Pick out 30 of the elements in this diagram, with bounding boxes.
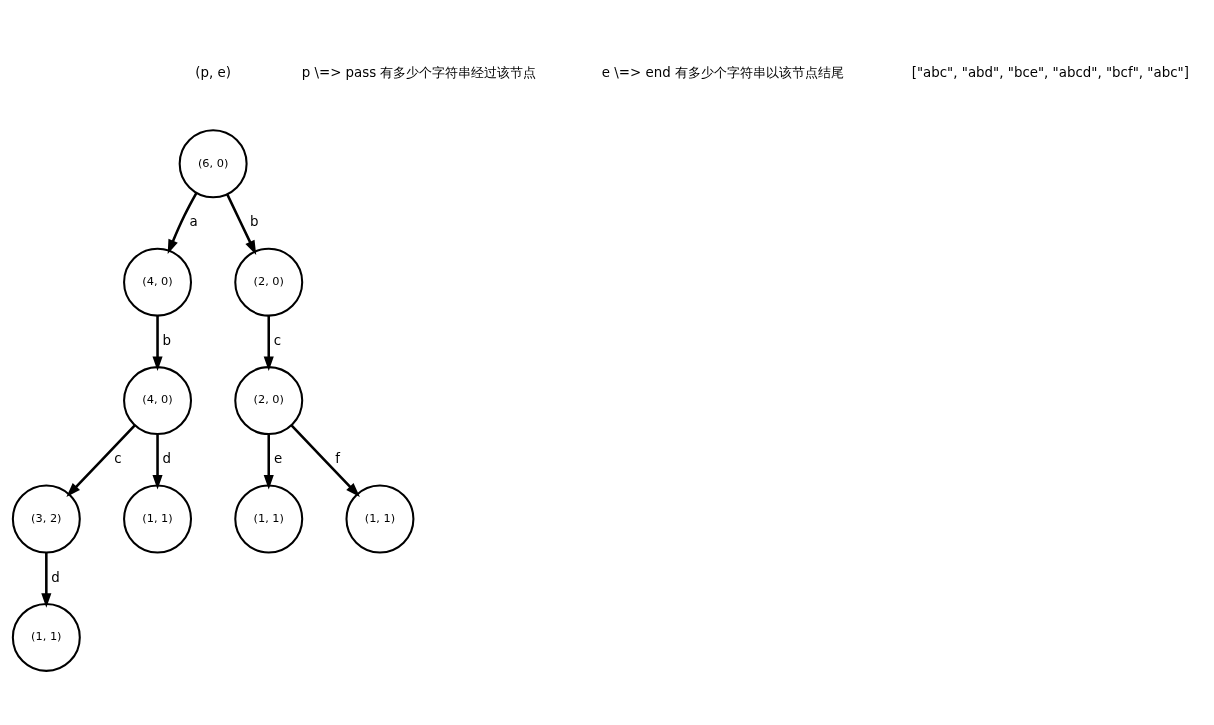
arrow (41, 552, 52, 608)
node-circle: (1, 1) (123, 484, 193, 553)
edge-label: d (162, 450, 172, 466)
edge-label: c (114, 450, 122, 466)
arrow (263, 433, 274, 489)
node-circle: (6, 0) (178, 128, 248, 198)
arrow (167, 191, 198, 254)
label: p \=> pass 有多少个字符串经过该节点 (301, 64, 537, 80)
node-circle: (2, 0) (234, 247, 304, 317)
label: ["abc", "abd", "bce", "abcd", "bcf", "abc"] (911, 64, 1189, 80)
arrow (263, 315, 274, 371)
edge-label: f (335, 450, 341, 466)
edge-label: e (273, 450, 283, 466)
edge-label: d (51, 569, 60, 585)
node-circle: (1, 1) (234, 484, 304, 553)
edge-label: b (162, 332, 172, 348)
label: (p, e) (195, 64, 231, 80)
edge-label: a (189, 213, 198, 229)
arrow (152, 433, 163, 489)
arrow (66, 424, 136, 497)
node-circle: (4, 0) (123, 365, 193, 435)
edge-label: c (273, 332, 282, 348)
node-circle: (4, 0) (123, 247, 193, 317)
label: e \=> end 有多少个字符串以该节点结尾 (601, 64, 844, 80)
node-circle: (1, 1) (11, 602, 81, 672)
arrow (290, 424, 360, 497)
edge-label: b (250, 213, 259, 229)
arrow (226, 193, 257, 255)
arrow (152, 315, 163, 371)
node-circle: (2, 0) (234, 365, 304, 435)
